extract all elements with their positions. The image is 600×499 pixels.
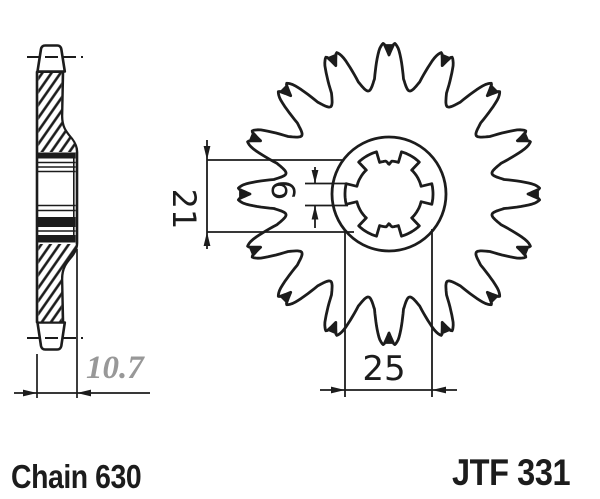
side-hub-spline-lines xyxy=(38,153,76,242)
arrow-up-icon xyxy=(203,232,211,246)
bore-height-arrows xyxy=(203,146,211,246)
side-tooth-bottom xyxy=(36,321,67,351)
side-hatch-upper xyxy=(38,73,76,152)
front-view xyxy=(203,42,541,397)
side-hatch-lower xyxy=(38,244,76,322)
arrow-right-icon xyxy=(331,386,345,394)
hub-circle xyxy=(330,135,448,253)
dimension-bore-height: 21 xyxy=(165,188,203,230)
arrow-right-icon xyxy=(23,389,37,397)
part-number-label: JTF 331 xyxy=(452,452,571,493)
spline-od-arrows xyxy=(331,386,446,394)
arrow-left-icon xyxy=(77,389,91,397)
side-pitch-centerlines xyxy=(27,56,83,339)
side-width-arrows xyxy=(23,389,91,397)
spline-width-arrows xyxy=(311,170,319,220)
tooth-tip-marks xyxy=(239,44,539,344)
arrow-down-icon xyxy=(311,170,319,184)
arrow-left-icon xyxy=(432,386,446,394)
arrow-up-icon xyxy=(311,205,319,220)
dimension-spline-width: 6 xyxy=(264,179,302,201)
side-section-view xyxy=(14,44,150,398)
dimension-spline-od: 25 xyxy=(362,349,406,389)
side-hub-spline-bands xyxy=(38,152,76,243)
dimension-hub-width: 10.7 xyxy=(86,350,144,386)
splined-bore xyxy=(343,150,435,238)
arrow-down-icon xyxy=(203,146,211,160)
chain-size-label: Chain 630 xyxy=(11,458,142,495)
side-tooth-top xyxy=(36,44,67,73)
